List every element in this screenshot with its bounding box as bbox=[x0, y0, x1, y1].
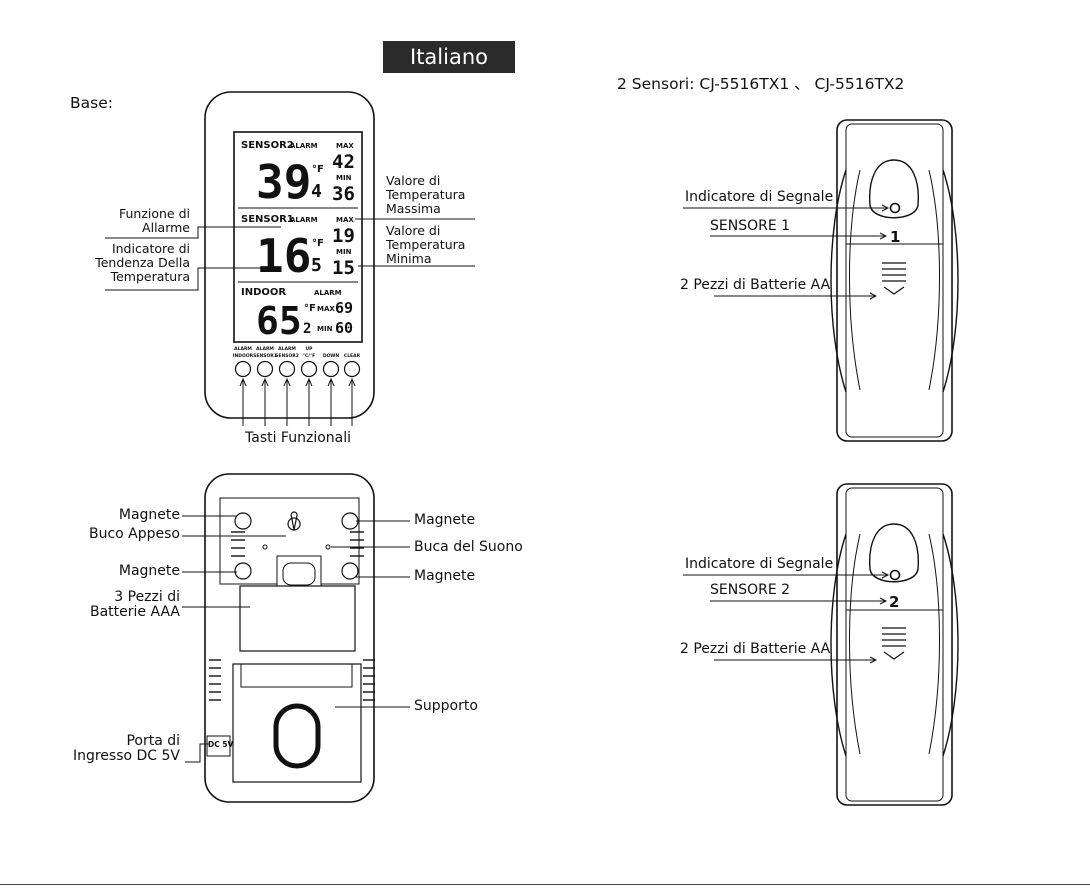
button-top-label: UP bbox=[306, 346, 314, 352]
lcd-alarm-label: ALARM bbox=[290, 216, 318, 224]
battery-compartment-aaa bbox=[239, 585, 356, 652]
magnet-label-bottom-left: Magnete bbox=[118, 563, 180, 579]
button-bottom-label: SENSOR2 bbox=[275, 353, 299, 359]
button-top-label: ALARM bbox=[234, 346, 252, 352]
stand-label: Supporto bbox=[414, 698, 478, 714]
magnet-label-bottom-right: Magnete bbox=[414, 568, 476, 584]
sensor2-leaders bbox=[683, 571, 890, 664]
page-bottom-rule bbox=[0, 884, 1090, 885]
sensor-1-unit: 1 bbox=[683, 119, 959, 442]
sensors-heading: 2 Sensori: CJ-5516TX1 、 CJ-5516TX2 bbox=[617, 75, 905, 93]
sound-hole bbox=[325, 544, 331, 550]
lcd-sensor2-temp: 39 bbox=[256, 155, 311, 209]
lcd-indoor-unit: °F bbox=[304, 303, 316, 314]
function-keys-leaders bbox=[105, 218, 475, 426]
sensor1-leaders bbox=[683, 204, 890, 300]
base-heading: Base: bbox=[70, 94, 113, 112]
button-bottom-label: INDOOR bbox=[233, 353, 254, 359]
sensor-number: 2 bbox=[889, 593, 899, 611]
lcd-sensor2-dec: 4 bbox=[311, 181, 322, 202]
lcd-indoor-dec: 2 bbox=[303, 321, 311, 337]
lcd-indoor-temp: 65 bbox=[256, 299, 302, 343]
lcd-sensor1-temp: 16 bbox=[256, 229, 311, 283]
magnet-label-top-left: Magnete bbox=[118, 507, 180, 523]
sensor2-batteries-label: 2 Pezzi di Batterie AA bbox=[680, 641, 831, 657]
magnet-top-left bbox=[234, 512, 252, 530]
lcd-sensor2-unit: °F bbox=[312, 164, 324, 175]
base-front-unit: SENSOR2 ALARM 39 4 °F MAX 42 MIN 36 SENS… bbox=[105, 91, 475, 426]
button-bottom-label: DOWN bbox=[323, 353, 340, 359]
back-leaders bbox=[182, 515, 410, 763]
magnet-bottom-right bbox=[341, 562, 359, 580]
lcd-alarm-label: ALARM bbox=[314, 289, 342, 297]
hanging-hole bbox=[287, 511, 301, 531]
magnet-label-top-right: Magnete bbox=[414, 512, 476, 528]
up-unit-button[interactable] bbox=[300, 360, 318, 378]
button-top-label: ALARM bbox=[256, 346, 274, 352]
lcd-max-label: MAX bbox=[336, 142, 354, 150]
dc-port-marking: DC 5V bbox=[208, 740, 234, 749]
down-button[interactable] bbox=[322, 360, 340, 378]
sensor2-signal-label: Indicatore di Segnale bbox=[685, 556, 834, 572]
lcd-indoor-label: INDOOR bbox=[241, 287, 286, 298]
lcd-sensor1-label: SENSOR1 bbox=[241, 214, 294, 225]
sensor2-name-label: SENSORE 2 bbox=[710, 582, 791, 598]
lcd-sensor2-label: SENSOR2 bbox=[241, 140, 294, 151]
magnet-top-right bbox=[341, 512, 359, 530]
sensor-number: 1 bbox=[890, 228, 900, 246]
lcd-max-label: MAX bbox=[336, 216, 354, 224]
lcd-sensor1-max: 19 bbox=[332, 225, 355, 247]
sensor1-signal-label: Indicatore di Segnale bbox=[685, 189, 834, 205]
function-keys-label: Tasti Funzionali bbox=[245, 430, 352, 446]
lcd-indoor-max: 69 bbox=[335, 299, 353, 317]
language-badge: Italiano bbox=[383, 41, 515, 73]
alarm-indoor-button[interactable] bbox=[234, 360, 252, 378]
lcd-sensor1-dec: 5 bbox=[311, 255, 322, 276]
lcd-sensor1-unit: °F bbox=[312, 238, 324, 249]
button-top-label: ALARM bbox=[278, 346, 296, 352]
magnet-bottom-left bbox=[234, 562, 252, 580]
alarm-sensor2-button[interactable] bbox=[278, 360, 296, 378]
sensor1-batteries-label: 2 Pezzi di Batterie AA bbox=[680, 277, 831, 293]
button-bottom-label: °C/°F bbox=[303, 353, 316, 359]
alarm-sensor1-button[interactable] bbox=[256, 360, 274, 378]
lcd-sensor2-max: 42 bbox=[332, 151, 355, 173]
lcd-alarm-label: ALARM bbox=[290, 142, 318, 150]
hanging-hole-label: Buco Appeso bbox=[88, 526, 180, 542]
lcd-min-label: MIN bbox=[336, 174, 352, 182]
sound-hole-label: Buca del Suono bbox=[414, 539, 523, 555]
sensor-2-unit: 2 bbox=[683, 483, 959, 806]
base-back-unit: DC 5V bbox=[182, 473, 410, 803]
button-bottom-label: SENSOR1 bbox=[253, 353, 277, 359]
lcd-sensor2-min: 36 bbox=[332, 183, 355, 205]
signal-led-icon bbox=[889, 569, 901, 581]
sensor1-name-label: SENSORE 1 bbox=[710, 218, 791, 234]
function-buttons: ALARM INDOOR ALARM SENSOR1 ALARM SENSOR2… bbox=[233, 346, 361, 378]
lcd-min-label: MIN bbox=[336, 248, 352, 256]
lcd-indoor-min: 60 bbox=[335, 319, 353, 337]
lcd-min-label: MIN bbox=[317, 325, 333, 333]
signal-led-icon bbox=[889, 202, 901, 214]
clear-button[interactable] bbox=[343, 360, 361, 378]
stand-grip bbox=[273, 703, 321, 769]
button-bottom-label: CLEAR bbox=[344, 353, 361, 359]
lcd-sensor1-min: 15 bbox=[332, 257, 355, 279]
lcd-max-label: MAX bbox=[317, 305, 335, 313]
